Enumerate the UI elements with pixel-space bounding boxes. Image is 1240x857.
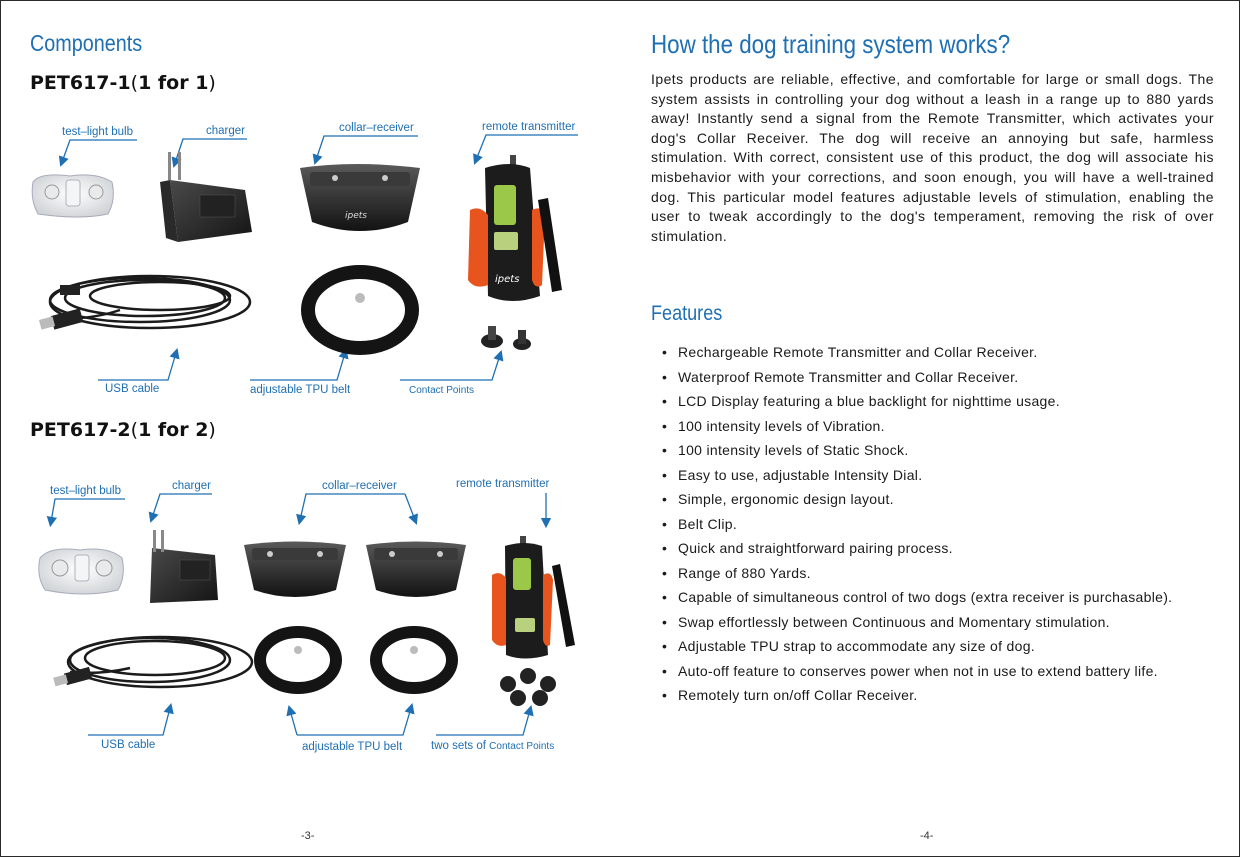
set2-test-light-bulb-image: [38, 548, 124, 595]
set2-label-tpu-belt: adjustable TPU belt: [302, 741, 403, 753]
feature-item: Swap effortlessly between Continuous and…: [660, 612, 1172, 637]
page-number-right: -4-: [920, 830, 934, 842]
features-list: Rechargeable Remote Transmitter and Coll…: [660, 342, 1172, 710]
set1-label-test-light-bulb: test–light bulb: [62, 126, 133, 138]
set1-label-usb-cable: USB cable: [105, 383, 160, 395]
set2-contact-points-image: [500, 668, 556, 706]
set2-label-charger: charger: [172, 480, 211, 492]
set2-label-test-light-bulb: test–light bulb: [50, 485, 121, 497]
set2-label-remote-transmitter: remote transmitter: [456, 478, 550, 490]
set2-model: PET617-2: [30, 419, 131, 441]
set1-label-tpu-belt: adjustable TPU belt: [250, 384, 351, 396]
set2-label-collar-receiver: collar–receiver: [322, 480, 397, 492]
set1-count: 1 for 1: [138, 72, 209, 94]
feature-item: Rechargeable Remote Transmitter and Coll…: [660, 342, 1172, 367]
page-number-left: -3-: [301, 830, 315, 842]
set2-remote-transmitter-image: [492, 536, 575, 659]
set1-transmitter-logo: ipets: [495, 274, 519, 285]
feature-item: Belt Clip.: [660, 514, 1172, 539]
feature-item: Waterproof Remote Transmitter and Collar…: [660, 367, 1172, 392]
set1-model: PET617-1: [30, 72, 131, 94]
components-heading: Components: [30, 30, 143, 56]
set2-collar-receiver-image-2: [366, 541, 466, 597]
set2-collar-receiver-image-1: [244, 541, 346, 597]
set2-label-contact-points: two sets of Contact Points: [431, 740, 554, 752]
feature-item: Range of 880 Yards.: [660, 563, 1172, 588]
set1-usb-plug-image: [38, 285, 84, 330]
set1-collar-receiver-image: ipets: [300, 164, 420, 231]
set2-usb-cable-image: [66, 635, 254, 689]
set1-label-contact-points: Contact Points: [409, 385, 475, 396]
feature-item: Capable of simultaneous control of two d…: [660, 587, 1172, 612]
feature-item: LCD Display featuring a blue backlight f…: [660, 391, 1172, 416]
feature-item: Simple, ergonomic design layout.: [660, 489, 1172, 514]
set1-label-collar-receiver: collar–receiver: [339, 122, 414, 134]
features-heading: Features: [651, 302, 723, 325]
product-illustrations: ipets ipets: [31, 152, 575, 706]
set2-title: PET617-2(1 for 2): [30, 419, 216, 441]
set1-usb-cable-image: [48, 274, 252, 330]
set1-tpu-belt-image: [301, 265, 419, 355]
set2-charger-image: [150, 530, 218, 603]
set1-collar-logo: ipets: [345, 211, 367, 221]
set1-label-remote-transmitter: remote transmitter: [482, 121, 576, 133]
set2-tpu-belt-image-1: [254, 626, 342, 694]
feature-item: Remotely turn on/off Collar Receiver.: [660, 685, 1172, 710]
feature-item: Auto-off feature to conserves power when…: [660, 661, 1172, 686]
feature-item: Quick and straightforward pairing proces…: [660, 538, 1172, 563]
set1-title: PET617-1(1 for 1): [30, 72, 216, 94]
set1-remote-transmitter-image: ipets: [468, 155, 562, 301]
feature-item: Adjustable TPU strap to accommodate any …: [660, 636, 1172, 661]
set2-contact-text: Contact Points: [489, 741, 555, 752]
set2-count: 1 for 2: [138, 419, 209, 441]
feature-item: 100 intensity levels of Vibration.: [660, 416, 1172, 441]
set2-label-usb-cable: USB cable: [101, 739, 156, 751]
set1-label-charger: charger: [206, 125, 245, 137]
feature-item: 100 intensity levels of Static Shock.: [660, 440, 1172, 465]
set2-tpu-belt-image-2: [370, 626, 458, 694]
set2-usb-plug-image: [53, 666, 93, 687]
set1-contact-points-image: [481, 326, 531, 350]
how-it-works-heading: How the dog training system works?: [651, 29, 1011, 59]
set2-contact-prefix: two sets of: [431, 740, 486, 752]
set1-charger-image: [160, 152, 252, 242]
intro-paragraph: Ipets products are reliable, effective, …: [651, 71, 1214, 244]
leader-lines: [46, 134, 578, 736]
set1-test-light-bulb-image: [31, 174, 114, 218]
feature-item: Easy to use, adjustable Intensity Dial.: [660, 465, 1172, 490]
